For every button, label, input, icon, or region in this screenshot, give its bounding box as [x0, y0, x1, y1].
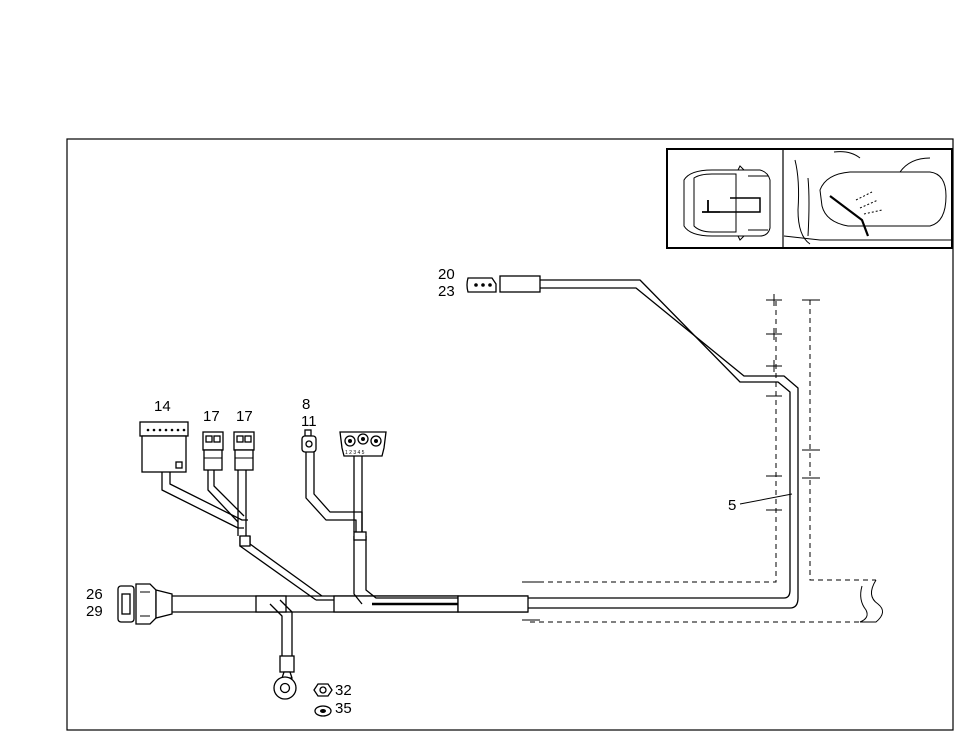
component-17-right — [233, 431, 255, 471]
nut-32 — [313, 683, 333, 697]
part-labels: 14 17 17 8 11 20 23 26 29 32 35 5 — [86, 266, 736, 717]
main-harness-trunk — [172, 279, 799, 613]
branch-14-17 — [161, 470, 334, 601]
label-17-left: 17 — [203, 408, 220, 425]
component-14 — [139, 421, 189, 473]
vehicle-location-inset — [666, 148, 953, 249]
body-outline-dashed — [530, 300, 883, 623]
label-29: 29 — [86, 603, 103, 620]
label-26: 26 — [86, 586, 103, 603]
pin-numbers: 1 2 3 4 5 — [345, 450, 365, 456]
label-35: 35 — [335, 700, 352, 717]
clip-ticks — [522, 294, 820, 621]
diagram-frame — [66, 138, 954, 731]
label-32: 32 — [335, 682, 352, 699]
label-17-right: 17 — [236, 408, 253, 425]
connector-26-29 — [117, 583, 173, 625]
label-23: 23 — [438, 283, 455, 300]
component-5-pin-connector: 1 2 3 4 5 — [339, 431, 387, 457]
car-top-view — [683, 165, 771, 241]
label-14: 14 — [154, 398, 171, 415]
label-8: 8 — [302, 396, 310, 413]
branch-8-11 — [305, 452, 458, 605]
washer-35 — [314, 705, 332, 717]
label-20: 20 — [438, 266, 455, 283]
label-11: 11 — [301, 413, 317, 430]
component-17-left — [202, 431, 224, 471]
ground-lead — [269, 599, 297, 700]
leader-line-5 — [739, 493, 793, 505]
label-5: 5 — [728, 497, 736, 514]
connector-20-23 — [466, 275, 541, 293]
component-8-11 — [301, 429, 317, 453]
car-interior-view — [783, 151, 952, 245]
